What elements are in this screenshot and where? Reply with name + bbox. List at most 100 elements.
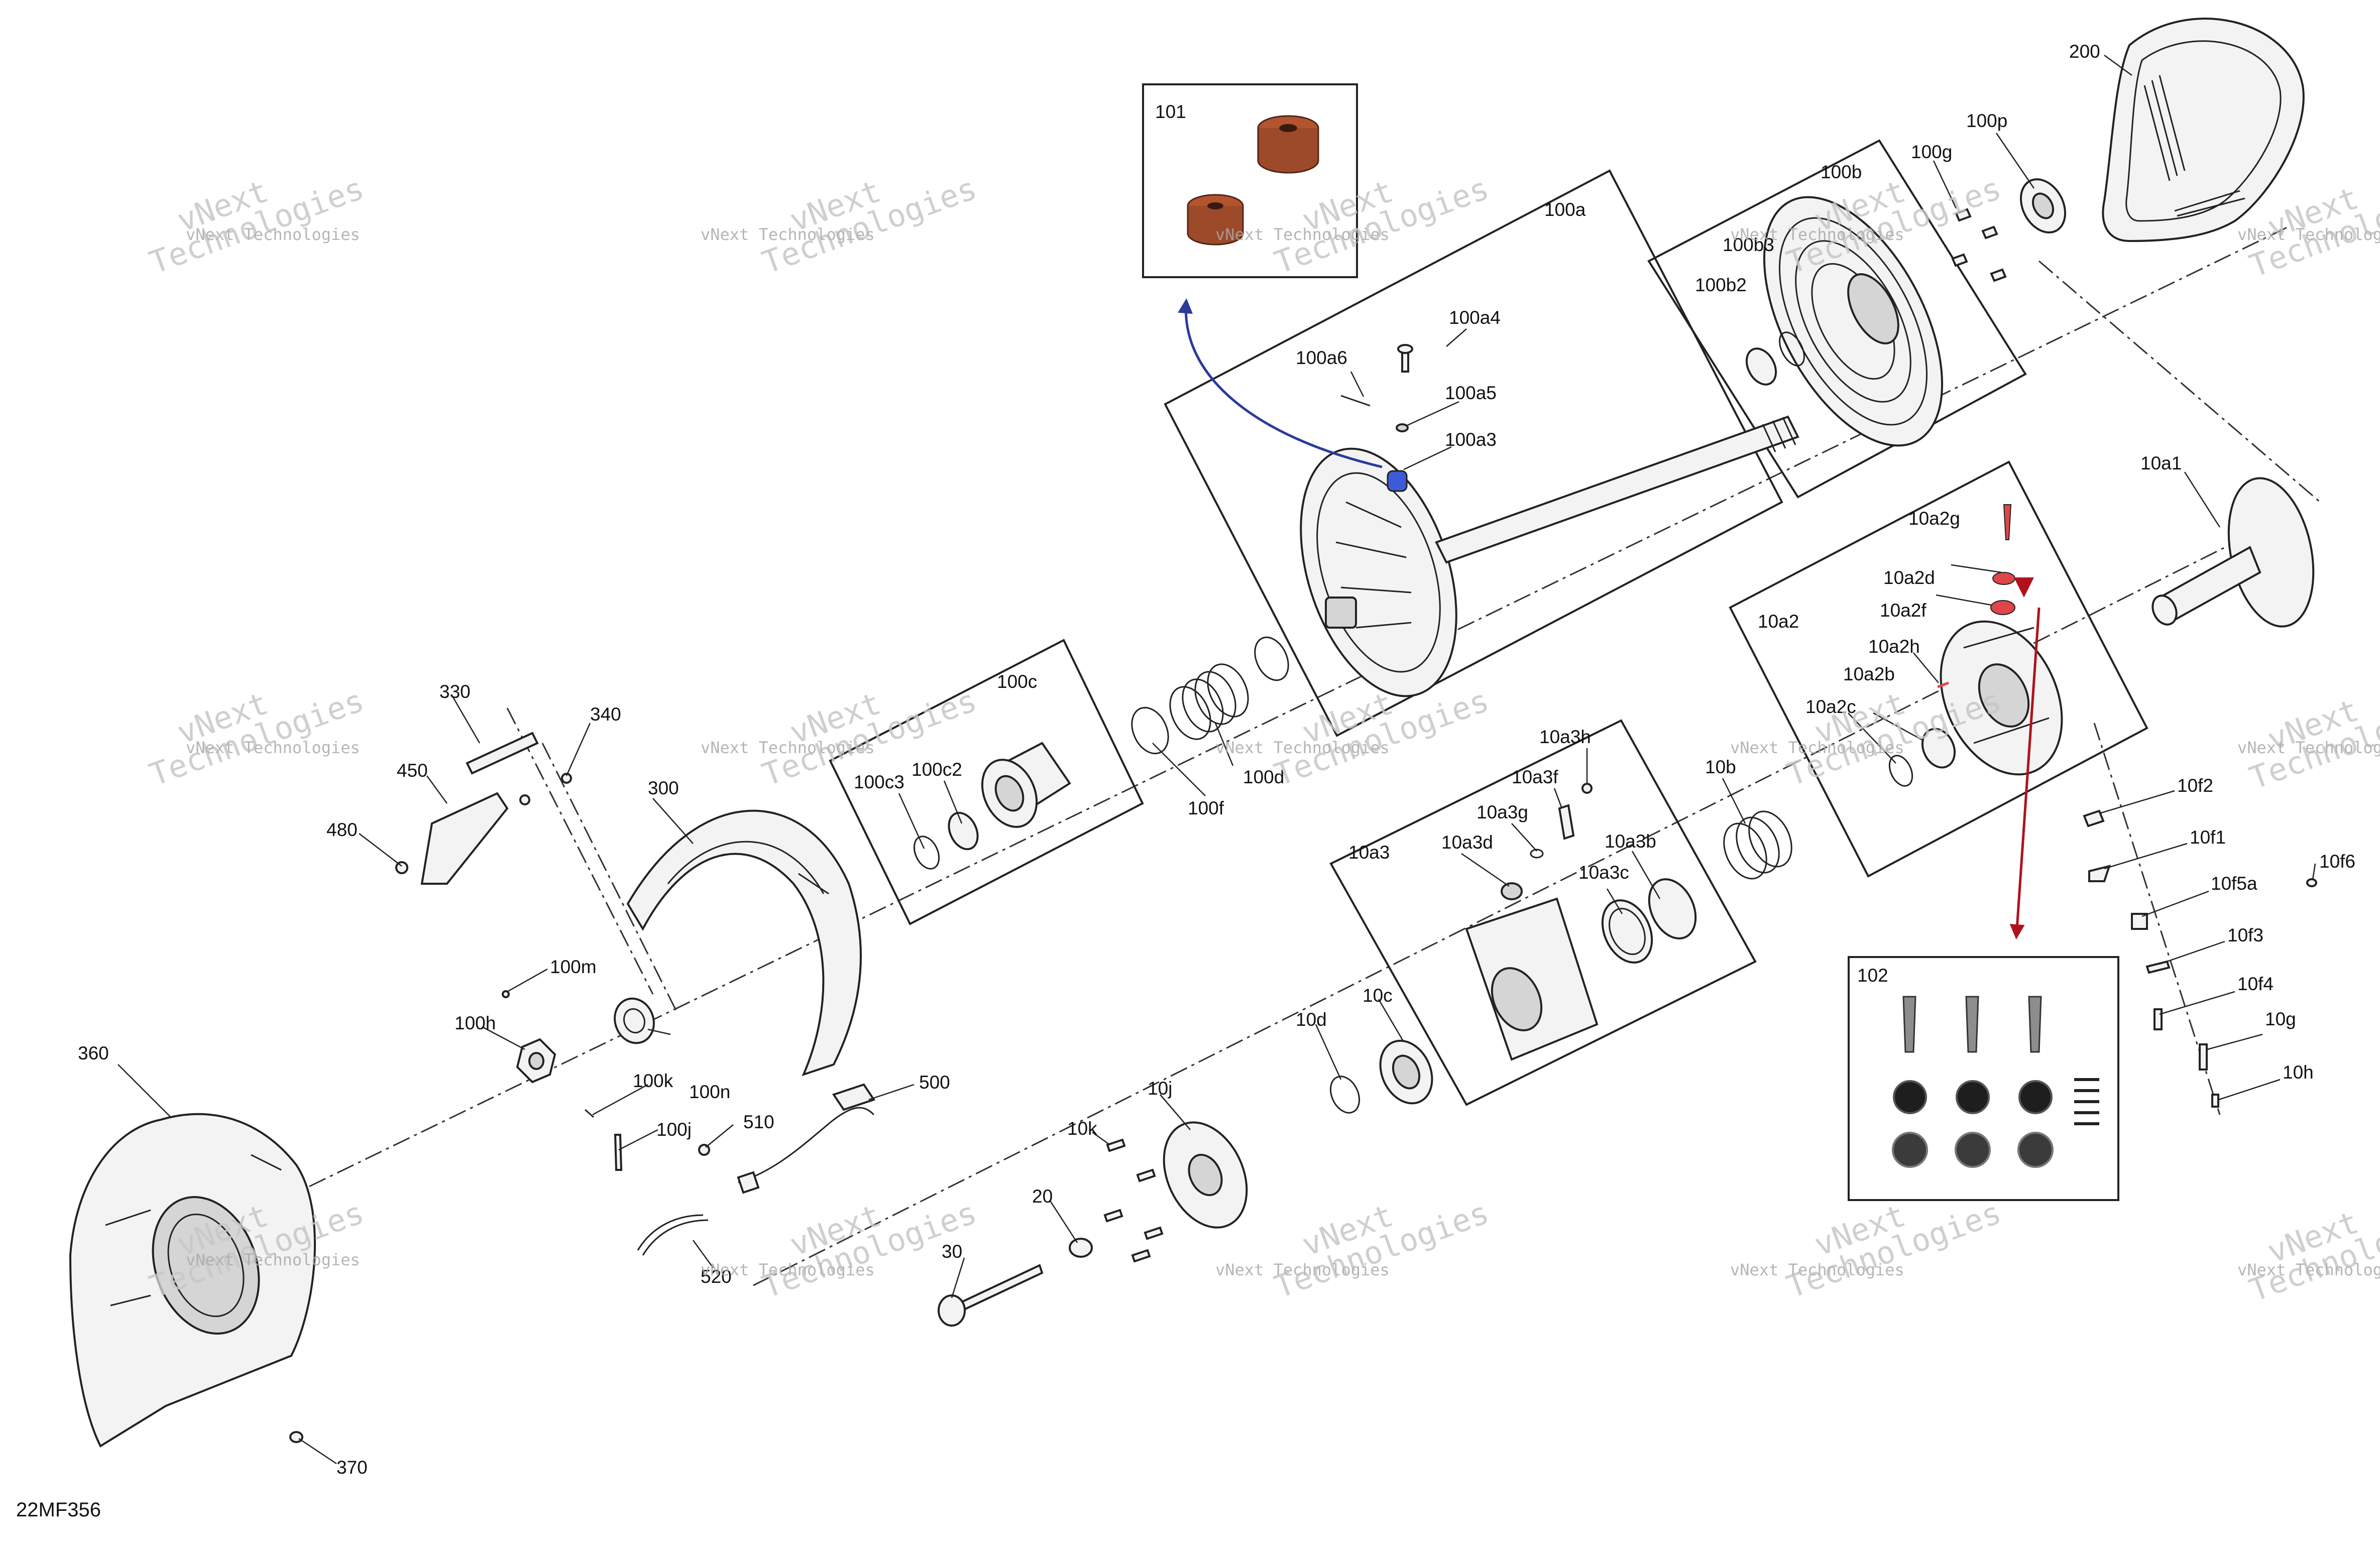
callout-100a4: 100a4 <box>1449 307 1501 328</box>
movable-sheave <box>1300 447 1457 697</box>
callout-100p: 100p <box>1966 110 2007 131</box>
watermark-caption: vNext Technologies <box>2237 225 2380 244</box>
diagram-code: 22MF356 <box>16 1499 101 1521</box>
callout-10a2c: 10a2c <box>1805 696 1856 717</box>
watermark-caption: vNext Technologies <box>1730 1260 1904 1279</box>
group-box-10a3 <box>1329 719 1757 1106</box>
watermark: vNext Technologies <box>2244 1198 2380 1309</box>
callout-520: 520 <box>701 1266 732 1287</box>
roller-10a3d <box>1501 882 1523 900</box>
watermark: vNext Technologies <box>1782 1194 2006 1305</box>
cover-10a2 <box>1940 620 2063 776</box>
bolt-30 <box>938 1264 1044 1327</box>
ring-10d <box>1329 1076 1361 1114</box>
callout-10f6: 10f6 <box>2319 851 2355 872</box>
kit-images-102 <box>1892 996 2099 1168</box>
callout-100b: 100b <box>1821 162 1862 182</box>
screw-10a3h <box>1581 783 1593 794</box>
plate-450 <box>420 792 509 885</box>
callout-10a2f: 10a2f <box>1880 600 1926 621</box>
watermark: vNext Technologies <box>757 170 981 281</box>
callout-360: 360 <box>78 1043 109 1063</box>
callout-30: 30 <box>942 1241 962 1262</box>
watermark-caption: vNext Technologies <box>1215 225 1390 244</box>
ring-100c2 <box>948 811 979 851</box>
callout-102: 102 <box>1857 965 1888 986</box>
watermark: vNext Technologies <box>757 1194 981 1305</box>
callout-100b2: 100b2 <box>1695 275 1747 295</box>
callout-330: 330 <box>439 681 471 702</box>
detail-arrow-102 <box>2009 577 2041 939</box>
slider-100a3 <box>1387 470 1408 492</box>
callout-10f5a: 10f5a <box>2211 873 2257 894</box>
callout-500: 500 <box>919 1072 950 1093</box>
leader-lines <box>118 54 2316 1465</box>
washer-100a5 <box>1396 423 1409 432</box>
callout-10f1: 10f1 <box>2190 827 2226 848</box>
callout-10a3c: 10a3c <box>1578 862 1629 883</box>
watermark-caption: vNext Technologies <box>186 225 360 244</box>
pin-100m <box>502 990 510 998</box>
callout-10a2g: 10a2g <box>1908 508 1960 529</box>
watermark-caption: vNext Technologies <box>2237 738 2380 757</box>
callout-10a3f: 10a3f <box>1512 767 1558 787</box>
bushing-images-101 <box>1187 115 1319 246</box>
screw-100a4 <box>1397 344 1413 373</box>
screws-100g <box>1951 208 2007 282</box>
cover-300 <box>626 809 862 1077</box>
callout-10h: 10h <box>2283 1062 2314 1083</box>
callout-101: 101 <box>1155 101 1186 122</box>
screws-340 <box>519 773 572 805</box>
pin-100k <box>585 1109 594 1118</box>
callout-10a3b: 10a3b <box>1605 831 1656 852</box>
watermark: vNext Technologies <box>1270 1194 1494 1305</box>
callout-100a: 100a <box>1544 199 1586 220</box>
pin-10a2h <box>1937 681 1949 688</box>
callout-10f2: 10f2 <box>2177 775 2213 796</box>
watermark-caption: vNext Technologies <box>701 225 875 244</box>
washer-10a3g <box>1530 849 1544 859</box>
callout-10a2: 10a2 <box>1758 611 1799 632</box>
watermark-caption: vNext Technologies <box>1730 225 1904 244</box>
callout-510: 510 <box>743 1112 774 1132</box>
callout-100d: 100d <box>1243 767 1284 787</box>
callout-10f3: 10f3 <box>2227 925 2263 945</box>
callout-100m: 100m <box>550 957 597 977</box>
callout-100c: 100c <box>997 671 1037 692</box>
clip-510 <box>698 1144 710 1156</box>
callout-10a2d: 10a2d <box>1883 567 1935 588</box>
callout-10a3d: 10a3d <box>1441 832 1493 853</box>
callout-10c: 10c <box>1363 985 1393 1006</box>
callout-100g: 100g <box>1911 142 1952 162</box>
detail-box-101 <box>1142 83 1358 278</box>
callout-10a1: 10a1 <box>2140 453 2182 473</box>
detail-arrow-101 <box>1178 298 1383 468</box>
group-box-100a <box>1164 169 1783 737</box>
callout-10k: 10k <box>1067 1118 1097 1139</box>
sheave-bushings <box>1745 331 1805 386</box>
callout-10g: 10g <box>2265 1009 2296 1029</box>
housing-10a3 <box>1465 897 1599 1061</box>
shaft <box>1435 415 1799 564</box>
ring-10a3b <box>1648 878 1697 939</box>
callout-100n: 100n <box>689 1082 730 1102</box>
cable-tie-520 <box>637 1214 709 1256</box>
watermark: vNext Technologies <box>2244 685 2380 797</box>
callout-10d: 10d <box>1296 1009 1327 1030</box>
spring-10b <box>1723 810 1792 880</box>
drive-sheave-10a1 <box>2151 477 2315 628</box>
callout-labels: 200 100p 100g 100b 100b3 100b2 100a 100a… <box>16 41 2355 1521</box>
callout-200: 200 <box>2069 41 2100 62</box>
callout-10a3: 10a3 <box>1348 842 1390 863</box>
callout-10f4: 10f4 <box>2237 974 2274 994</box>
group-box-100b <box>1647 139 2027 499</box>
screws-10k <box>1103 1138 1164 1263</box>
washer-100n <box>614 997 655 1044</box>
watermark-caption: vNext Technologies <box>2237 1260 2380 1279</box>
clip-100c3 <box>913 836 940 870</box>
ring-100d-small <box>1254 636 1289 681</box>
pin-10a3f <box>1558 804 1575 840</box>
callout-10j: 10j <box>1148 1078 1172 1099</box>
watermark-caption: vNext Technologies <box>1215 1260 1390 1279</box>
housing-360 <box>69 1113 316 1448</box>
